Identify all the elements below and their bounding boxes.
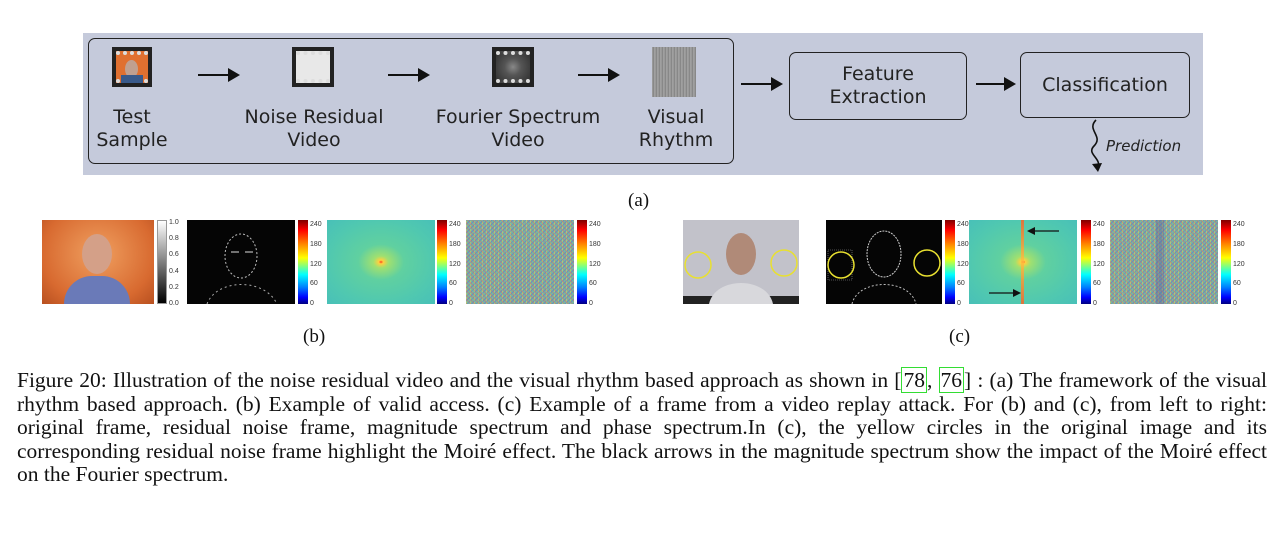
sublabel-b: (b): [303, 326, 326, 347]
tick-label: 0.8: [169, 235, 179, 243]
jet-colorbar-ticks: 240 180 120 60 0: [1233, 221, 1245, 307]
arrow-right-icon: [976, 77, 1016, 91]
tick-label: 240: [449, 221, 461, 228]
tick-label: 180: [957, 240, 969, 248]
test-sample-thumbnail: [112, 47, 152, 87]
tick-label: 1.0: [169, 219, 179, 226]
tick-label: 120: [1233, 260, 1245, 268]
gray-colorbar-ticks: 1.0 0.8 0.6 0.4 0.2 0.0: [169, 219, 179, 307]
arrow-right-icon: [578, 68, 620, 82]
jet-colorbar: [1221, 220, 1231, 304]
noise-residual-thumbnail: [292, 47, 334, 87]
tick-label: 120: [957, 260, 969, 268]
jet-colorbar: [577, 220, 587, 304]
valid-magnitude-spectrum: [327, 220, 435, 304]
tick-label: 0: [449, 300, 453, 307]
tick-label: 120: [1093, 260, 1105, 268]
figure-caption: Figure 20: Illustration of the noise res…: [17, 367, 1267, 486]
tick-label: 60: [310, 280, 318, 288]
valid-residual-frame: [187, 220, 295, 304]
classification-box: Classification: [1020, 52, 1190, 118]
tick-label: 240: [310, 221, 322, 228]
tick-label: 0.0: [169, 299, 179, 307]
attack-residual-frame: [826, 220, 942, 304]
tick-label: 180: [1093, 240, 1105, 248]
tick-label: 60: [1093, 280, 1101, 288]
jet-colorbar-ticks: 240 180 120 60 0: [1093, 221, 1105, 307]
prediction-label: Prediction: [1106, 137, 1182, 155]
jet-colorbar: [945, 220, 955, 304]
jet-colorbar: [298, 220, 308, 304]
jet-colorbar: [437, 220, 447, 304]
prediction-squiggle-arrow-icon: [1091, 119, 1102, 172]
moire-circle: [770, 249, 798, 277]
attack-original-frame: [683, 220, 799, 304]
jet-colorbar-ticks: 240 180 120 60 0: [310, 221, 322, 307]
attack-phase-spectrum: [1110, 220, 1218, 304]
citation-link[interactable]: 78: [901, 367, 927, 393]
citation-link[interactable]: 76: [938, 367, 965, 393]
arrow-right-icon: [198, 68, 240, 82]
jet-colorbar-ticks: 240 180 120 60 0: [957, 221, 969, 307]
tick-label: 0: [1233, 300, 1237, 307]
tick-label: 120: [589, 260, 601, 268]
tick-label: 120: [449, 260, 461, 268]
tick-label: 60: [449, 280, 457, 288]
tick-label: 0: [310, 300, 314, 307]
tick-label: 60: [1233, 280, 1241, 288]
tick-label: 240: [1233, 221, 1245, 228]
tick-label: 60: [589, 280, 597, 288]
tick-label: 240: [1093, 221, 1105, 228]
arrow-right-icon: [388, 68, 430, 82]
tick-label: 0: [589, 300, 593, 307]
jet-colorbar: [1081, 220, 1091, 304]
tick-label: 0.2: [169, 283, 179, 291]
sublabel-c: (c): [949, 326, 971, 347]
tick-label: 0: [957, 300, 961, 307]
tick-label: 180: [449, 240, 461, 248]
fourier-spectrum-thumbnail: [492, 47, 534, 87]
tick-label: 0: [1093, 300, 1097, 307]
valid-original-frame: [42, 220, 154, 304]
tick-label: 180: [310, 240, 322, 248]
moire-circle: [684, 251, 712, 279]
gray-colorbar: [157, 220, 167, 304]
jet-colorbar-ticks: 240 180 120 60 0: [589, 221, 601, 307]
tick-label: 60: [957, 280, 965, 288]
jet-colorbar-ticks: 240 180 120 60 0: [449, 221, 461, 307]
valid-phase-spectrum: [466, 220, 574, 304]
tick-label: 0.6: [169, 251, 179, 259]
arrow-right-icon: [741, 77, 783, 91]
framework-diagram-panel: [83, 33, 1203, 175]
tick-label: 180: [589, 240, 601, 248]
tick-label: 240: [957, 221, 969, 228]
tick-label: 0.4: [169, 267, 179, 275]
visual-rhythm-thumbnail: [652, 47, 696, 97]
sublabel-a: (a): [628, 190, 650, 211]
tick-label: 240: [589, 221, 601, 228]
pipeline-group-box: [88, 38, 734, 164]
tick-label: 180: [1233, 240, 1245, 248]
attack-magnitude-spectrum: [969, 220, 1077, 304]
tick-label: 120: [310, 260, 322, 268]
moire-arrows-icon: [989, 227, 1059, 297]
